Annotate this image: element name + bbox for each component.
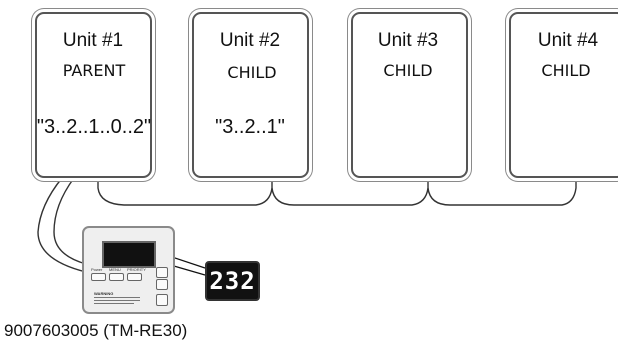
- link-unit3-unit4: [427, 179, 577, 206]
- unit-3-panel: [351, 12, 468, 178]
- remote-down-button[interactable]: [156, 279, 168, 290]
- unit-4-panel: [509, 12, 618, 178]
- unit-4-role: CHILD: [541, 61, 591, 80]
- unit-1-role: PARENT: [62, 61, 126, 80]
- remote-up-button[interactable]: [156, 267, 168, 278]
- remote-menu-button[interactable]: [109, 273, 124, 281]
- remote-cable-inner: [53, 177, 87, 265]
- remote-model-label: 9007603005 (TM-RE30): [4, 321, 188, 340]
- link-unit1-unit2: [97, 178, 273, 206]
- remote-button-label: MENU: [109, 267, 121, 272]
- remote-warning-label: WARNING: [94, 291, 114, 296]
- remote-enter-button[interactable]: [156, 294, 168, 306]
- unit-2-code: "3..2..1": [215, 116, 285, 138]
- remote-button-label: Power: [91, 267, 103, 272]
- remote-display: [102, 241, 156, 268]
- display-readout: 232: [205, 261, 260, 301]
- unit-1-code: "3..2..1..0..2": [36, 116, 152, 138]
- remote-button-label: PRIORITY: [127, 267, 146, 272]
- remote-fine-print: [94, 300, 140, 301]
- unit-3-label: Unit #3: [377, 30, 439, 51]
- remote-fine-print: [94, 297, 140, 298]
- remote-priority-button[interactable]: [127, 273, 142, 281]
- unit-2-label: Unit #2: [219, 30, 281, 51]
- remote-fine-print: [94, 303, 134, 304]
- unit-3-role: CHILD: [383, 61, 433, 80]
- unit-2-panel: [192, 12, 309, 178]
- remote-controller: Power MENU PRIORITY WARNING: [82, 226, 175, 314]
- remote-cable-outer: [37, 177, 87, 273]
- unit-4-label: Unit #4: [537, 30, 599, 51]
- unit-1-panel: [35, 12, 152, 178]
- unit-2-role: CHILD: [227, 63, 277, 82]
- remote-power-button[interactable]: [91, 273, 106, 281]
- unit-1-label: Unit #1: [62, 30, 124, 51]
- link-unit2-unit3: [271, 179, 429, 206]
